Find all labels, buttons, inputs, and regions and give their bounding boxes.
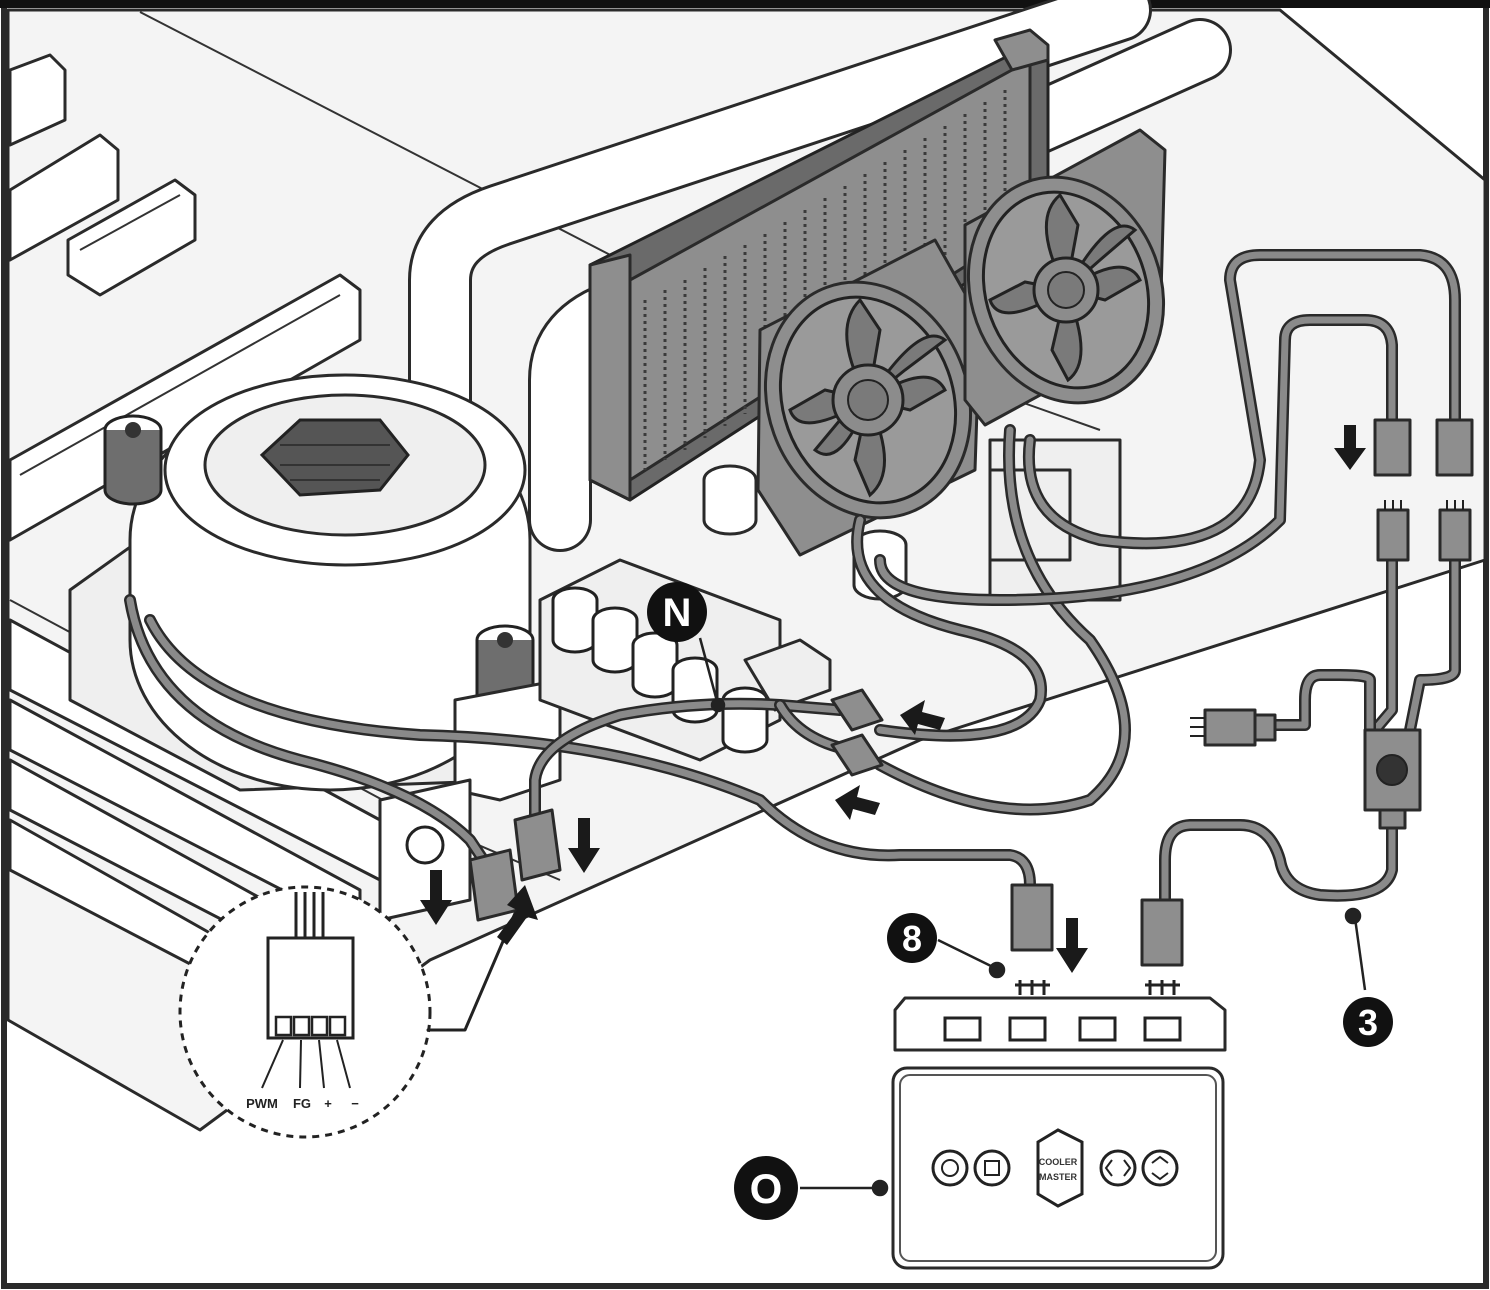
pinout-detail: PWM FG + − — [178, 885, 527, 1139]
pump-block — [68, 373, 562, 922]
pump-logo-badge — [259, 418, 410, 497]
controller-button — [1099, 1149, 1137, 1187]
arrow-left-icon — [900, 700, 945, 735]
controller-port — [943, 1016, 1182, 1042]
logo-line-1: COOLER — [1039, 1157, 1078, 1167]
connectors — [468, 418, 1474, 967]
callout-label: O — [750, 1165, 783, 1212]
fan-splitter-connector — [830, 688, 884, 777]
argb-remote-controller: COOLER MASTER — [891, 1066, 1225, 1270]
controller-button — [973, 1149, 1011, 1187]
arrow-up-icon — [497, 885, 538, 945]
pin-label-positive: + — [324, 1096, 332, 1111]
callout-8: 8 — [887, 913, 937, 963]
pin-label-fg: FG — [293, 1096, 311, 1111]
top-border-bar — [0, 0, 1490, 8]
callout-leaders — [698, 637, 1367, 1197]
callout-label: N — [663, 591, 692, 635]
argb-male-connector — [1373, 418, 1474, 562]
callout-label: 3 — [1358, 1002, 1378, 1043]
callout-o: O — [734, 1156, 798, 1220]
pcie-slot-long — [8, 273, 362, 542]
pin-label-pwm: PWM — [246, 1096, 278, 1111]
arrow-down-icon — [1056, 918, 1088, 973]
pcie-slot — [8, 53, 67, 147]
fan-rear — [963, 128, 1167, 427]
controller-button — [1141, 1149, 1179, 1187]
argb-controller — [893, 980, 1227, 1052]
arrow-left-icon — [835, 785, 880, 820]
callout-label: 8 — [902, 918, 922, 959]
pcie-slots — [8, 53, 362, 542]
fan-front — [756, 238, 982, 557]
pcie-slot — [66, 178, 197, 297]
arrow-down-icon — [1334, 425, 1366, 470]
header-pin — [274, 1015, 347, 1037]
argb-splitter-hub — [1363, 728, 1422, 830]
direction-arrows — [420, 425, 1366, 973]
arrow-down-icon — [420, 870, 452, 925]
argb-side-connector — [1190, 708, 1277, 747]
pin-label-negative: − — [351, 1096, 359, 1111]
callout-3: 3 — [1343, 997, 1393, 1047]
arrow-down-icon — [568, 818, 600, 873]
fan-header-connector — [468, 808, 562, 922]
pcie-slot — [8, 133, 120, 262]
logo-line-2: MASTER — [1039, 1172, 1078, 1182]
callout-n: N — [647, 582, 707, 642]
cooler-master-logo: COOLER MASTER — [1036, 1128, 1084, 1208]
controller-button — [931, 1149, 969, 1187]
mounting-screw — [103, 414, 163, 506]
controller-input-plug — [1010, 883, 1184, 967]
